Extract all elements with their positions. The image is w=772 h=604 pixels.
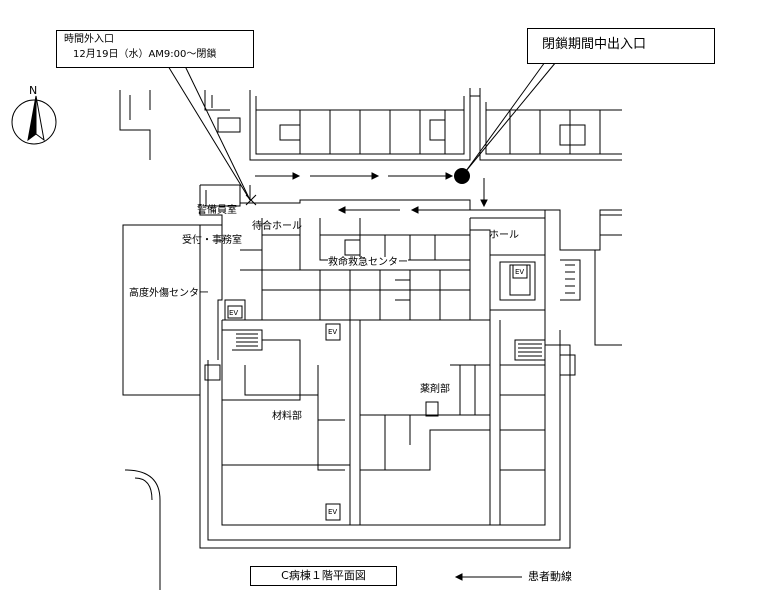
closure-entrance-label: 閉鎖期間中出入口 [542, 37, 647, 52]
closure-entrance-callout: 閉鎖期間中出入口 [527, 28, 715, 64]
room-pharmacy: 薬剤部 [420, 384, 450, 395]
patient-route-label: 患者動線 [528, 570, 572, 583]
room-waiting-hall: 待合ホール [252, 221, 302, 232]
after-hours-callout: 時間外入口 12月19日（水）AM9:00～閉鎖 [56, 30, 254, 68]
compass-north-label: N [29, 84, 38, 97]
after-hours-detail: 12月19日（水）AM9:00～閉鎖 [73, 49, 217, 60]
elevator-label: EV [515, 268, 525, 276]
after-hours-title: 時間外入口 [64, 34, 114, 45]
elevator-label: EV [328, 508, 338, 516]
floor-plan-title: C病棟１階平面図 [250, 566, 397, 586]
elevator-label: EV [328, 328, 338, 336]
room-trauma-center: 高度外傷センター [129, 288, 209, 299]
elevator-label: EV [229, 309, 239, 317]
room-hall: ホール [489, 230, 519, 241]
room-security: 警備員室 [197, 205, 237, 216]
closure-entrance-marker [454, 168, 470, 184]
room-reception: 受付・事務室 [182, 235, 242, 246]
room-emergency-center: 救命救急センター [328, 257, 408, 269]
compass-rose [11, 95, 57, 145]
room-materials: 材料部 [272, 411, 302, 422]
